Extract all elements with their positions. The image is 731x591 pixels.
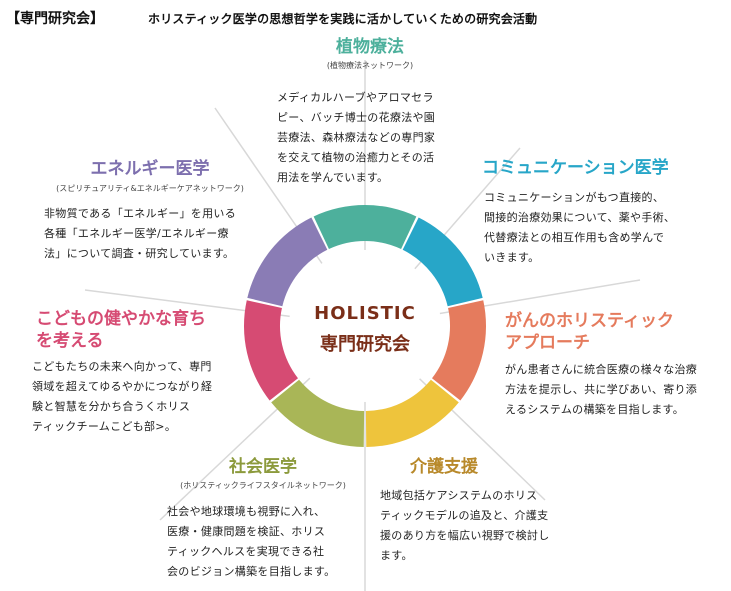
ring-segment-children [243, 300, 298, 401]
body-line: 験と智慧を分かち合うくホリス [32, 400, 191, 413]
body-line: 法」について調査・研究しています。 [44, 247, 235, 260]
group-social-body: 社会や地球環境も視野に入れ、 医療・健康問題を検証、ホリス ティックヘルスを実現… [167, 502, 335, 582]
body-line: 代替療法との相互作用も含め学んで [484, 231, 665, 244]
body-line: コミュニケーションがもつ直接的、 [484, 191, 665, 204]
group-social-title: 社会医学 [229, 457, 297, 477]
ring-segment-care [365, 379, 459, 447]
group-social: 社会医学 (ホリスティックライフスタイルネットワーク) [158, 456, 368, 491]
body-line: こどもたちの未来へ向かって、専門 [32, 360, 212, 373]
group-cancer-title: がんのホリスティック アプローチ [505, 310, 674, 354]
body-line: ます。 [380, 549, 413, 562]
title-line: アプローチ [505, 333, 590, 353]
group-children-body: こどもたちの未来へ向かって、専門 領域を超えてゆるやかにつながり経 験と智慧を分… [32, 357, 212, 437]
body-line: 医療・健康問題を検証、ホリス [167, 525, 326, 538]
body-line: 方法を提示し、共に学びあい、寄り添 [505, 383, 698, 396]
group-communication-body: コミュニケーションがもつ直接的、 間接的治療効果について、薬や手術、 代替療法と… [484, 188, 675, 268]
center-title-jp: 専門研究会 [320, 334, 410, 355]
group-care-body: 地域包括ケアシステムのホリス ティックモデルの追及と、介護支 援のあり方を幅広い… [380, 486, 550, 566]
body-line: 芸療法、森林療法などの専門家 [277, 131, 436, 144]
body-line: 間接的治療効果について、薬や手術、 [484, 211, 676, 224]
group-energy: エネルギー医学 (スピリチュアリティ&エネルギーケアネットワーク) [40, 158, 260, 194]
body-line: を交えて植物の治癒力とその活 [277, 151, 435, 164]
body-line: ティックヘルスを実現できる社 [167, 545, 325, 558]
group-communication-title: コミュニケーション医学 [482, 158, 669, 178]
body-line: 会のビジョン構築を目指します。 [167, 565, 336, 578]
group-energy-body: 非物質である「エネルギー」を用いる 各種「エネルギー医学/エネルギー療 法」につ… [44, 204, 236, 264]
body-line: メディカルハーブやアロマセラ [277, 91, 434, 104]
ring-segment-plant [313, 205, 417, 250]
ring-segment-communication [402, 217, 483, 307]
group-plant-body: メディカルハーブやアロマセラ ピー、バッチ博士の花療法や園 芸療法、森林療法など… [277, 88, 435, 188]
body-line: 地域包括ケアシステムのホリス [380, 489, 538, 502]
body-line: ティックモデルの追及と、介護支 [380, 509, 549, 522]
body-line: がん患者さんに統合医療の様々な治療 [505, 363, 698, 376]
title-line: こどもの健やかな育ち [36, 309, 206, 329]
group-children-title: こどもの健やかな育ち を考える [36, 308, 206, 352]
ring-segment-social [271, 379, 365, 447]
body-line: いきます。 [484, 251, 540, 264]
body-line: 各種「エネルギー医学/エネルギー療 [44, 227, 229, 240]
body-line: 領域を超えてゆるやかにつながり経 [32, 380, 213, 393]
title-line: がんのホリスティック [505, 311, 674, 331]
group-plant: 植物療法 (植物療法ネットワーク) [270, 36, 470, 71]
body-line: ピー、バッチ博士の花療法や園 [277, 111, 436, 124]
body-line: 援のあり方を幅広い視野で検討し [380, 529, 550, 542]
title-line: を考える [36, 331, 104, 351]
body-line: 非物質である「エネルギー」を用いる [44, 207, 236, 220]
ring-segment-cancer [432, 300, 486, 401]
body-line: 用法を学んでいます。 [277, 171, 389, 184]
group-plant-subtitle: (植物療法ネットワーク) [326, 61, 414, 70]
group-energy-subtitle: (スピリチュアリティ&エネルギーケアネットワーク) [56, 184, 244, 193]
ring-segment-energy [247, 217, 328, 307]
section-tag: 【専門研究会】 [6, 11, 104, 27]
body-line: えるシステムの構築を目指します。 [505, 403, 685, 416]
center-title-en: HOLISTIC [314, 303, 416, 324]
group-care-title: 介護支援 [410, 457, 478, 477]
group-plant-title: 植物療法 [336, 37, 404, 57]
body-line: 社会や地球環境も視野に入れ、 [167, 505, 326, 518]
group-energy-title: エネルギー医学 [90, 159, 210, 179]
group-social-subtitle: (ホリスティックライフスタイルネットワーク) [180, 481, 346, 490]
body-line: ティックチームこども部>。 [32, 420, 177, 433]
section-description: ホリスティック医学の思想哲学を実践に活かしていくための研究会活動 [148, 12, 538, 26]
group-cancer-body: がん患者さんに統合医療の様々な治療 方法を提示し、共に学びあい、寄り添 えるシス… [505, 360, 697, 420]
